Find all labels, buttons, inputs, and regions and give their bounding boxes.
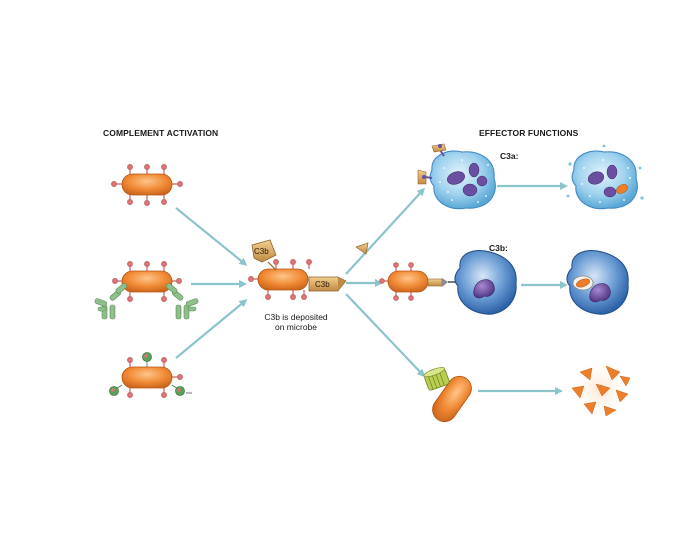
mast-cell-before — [417, 143, 496, 210]
microbe-antibody-left — [94, 261, 199, 320]
c3a-label: C3a: — [500, 151, 519, 161]
lectin-binding-caps — [109, 352, 192, 396]
arrows — [175, 182, 568, 395]
arrow-classical-to-center — [175, 207, 248, 266]
lysed-microbe — [568, 358, 632, 422]
c3b-deposited-line1: C3b is deposited — [264, 312, 328, 322]
arrow-center-to-c3a — [345, 187, 426, 275]
opsonized-microbe — [379, 262, 458, 301]
arrow-lectin-to-center — [175, 299, 248, 359]
membrane-attack-complex — [423, 367, 472, 423]
c3a-receptor-left — [417, 169, 433, 185]
arrow-center-to-lysis — [345, 293, 426, 378]
effector-functions-heading: EFFECTOR FUNCTIONS — [479, 128, 579, 138]
c3b-fragment-top-label: C3b — [254, 247, 269, 256]
c3b-label: C3b: — [489, 243, 508, 253]
mast-cell-after — [566, 144, 644, 210]
c3b-deposited-caption: C3b is deposited on microbe — [256, 312, 336, 332]
microbe-lectin-left — [109, 352, 192, 398]
center-microbe: C3b C3b — [248, 239, 369, 300]
phagocyte-before — [454, 250, 517, 315]
antibody-right — [165, 283, 199, 320]
phagocyte-after — [566, 250, 629, 315]
c3b-deposited-line2: on microbe — [274, 322, 318, 332]
complement-activation-heading: COMPLEMENT ACTIVATION — [103, 128, 219, 138]
c3a-fragment — [355, 242, 369, 255]
c3a-receptor-top — [431, 143, 447, 157]
microbe-top-left — [111, 164, 183, 206]
c3b-fragment-top: C3b — [251, 239, 277, 271]
c3b-bound-label: C3b — [315, 280, 330, 289]
c3b-bound: C3b — [308, 276, 347, 292]
antibody-left — [94, 283, 128, 320]
